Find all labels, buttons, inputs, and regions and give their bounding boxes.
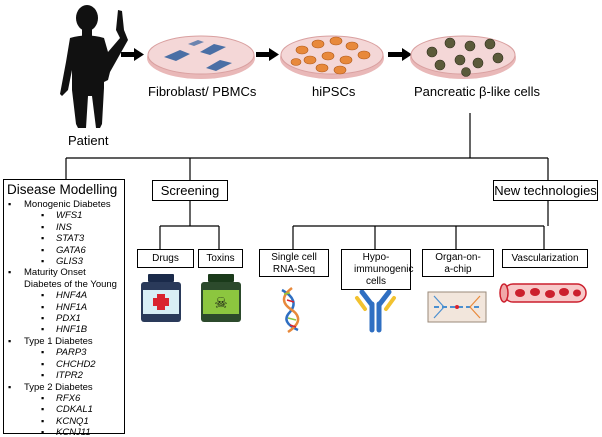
dna-helix-icon: [281, 287, 300, 334]
gene-list: RFX6 CDKAL1 KCNQ1 KCNJ11: [4, 393, 124, 437]
gene-list: PARP3 CHCHD2 ITPR2: [4, 347, 124, 382]
gene-item: KCNQ1: [4, 416, 124, 428]
gene-item: PARP3: [4, 347, 124, 359]
arrow-patient-to-fibroblast-icon: [121, 48, 144, 61]
drugs-box: Drugs: [137, 249, 194, 268]
pancreatic-label: Pancreatic β-like cells: [414, 84, 540, 99]
category-name: Monogenic Diabetes: [24, 199, 111, 210]
gene-item: CHCHD2: [4, 359, 124, 371]
organ-on-chip-box: Organ-on-a-chip: [422, 249, 494, 277]
patient-silhouette-icon: [60, 5, 128, 128]
category-item: Maturity Onset Diabetes of the Young: [4, 267, 120, 290]
disease-category-list: Monogenic Diabetes WFS1 INS STAT3 GATA6 …: [4, 199, 124, 437]
organ-chip-icon: [427, 291, 487, 323]
gene-item: WFS1: [4, 210, 124, 222]
gene-item: HNF4A: [4, 290, 124, 302]
gene-item: HNF1A: [4, 302, 124, 314]
gene-item: RFX6: [4, 393, 124, 405]
hipsc-dish-icon: [280, 35, 384, 79]
toxin-bottle-icon: ☠: [201, 274, 241, 322]
category-item: Monogenic Diabetes: [4, 199, 124, 211]
fibroblast-dish-icon: [147, 35, 255, 79]
gene-item: GLIS3: [4, 256, 124, 268]
blood-vessel-icon: [499, 283, 587, 303]
connector-lines: [65, 113, 549, 249]
pipeline-arrows: [121, 48, 412, 61]
gene-list: WFS1 INS STAT3 GATA6 GLIS3: [4, 210, 124, 267]
antibody-icon: [355, 289, 396, 333]
category-item: Type 2 Diabetes: [4, 381, 124, 394]
gene-item: HNF1B: [4, 324, 124, 336]
patient-label: Patient: [68, 133, 109, 148]
screening-header: Screening: [152, 180, 228, 201]
gene-item: CDKAL1: [4, 404, 124, 416]
drug-bottle-icon: [141, 274, 181, 322]
new-technologies-header: New technologies: [493, 180, 598, 201]
gene-item: ITPR2: [4, 370, 124, 382]
gene-item: KCNJ11: [4, 427, 124, 437]
category-name: Type 1 Diabetes: [24, 335, 93, 347]
gene-item: STAT3: [4, 233, 124, 245]
gene-list: HNF4A HNF1A PDX1 HNF1B: [4, 290, 124, 336]
gene-item: GATA6: [4, 245, 124, 257]
hipsc-label: hiPSCs: [312, 84, 356, 99]
toxins-box: Toxins: [198, 249, 243, 268]
pancreatic-dish-icon: [410, 35, 516, 79]
category-item: Type 1 Diabetes: [4, 335, 124, 348]
arrow-hipsc-to-pancreatic-icon: [388, 48, 412, 61]
single-cell-box: Single cell RNA-Seq: [259, 249, 329, 277]
disease-modelling-title: Disease Modelling: [7, 182, 118, 197]
arrow-fibroblast-to-hipsc-icon: [256, 48, 279, 61]
category-name: Type 2 Diabetes: [24, 381, 93, 393]
hypo-immunogenic-box: Hypo-immunogenic cells: [341, 249, 413, 290]
category-name: Maturity Onset Diabetes of the Young: [24, 267, 117, 290]
fibroblast-label: Fibroblast/ PBMCs: [148, 84, 257, 99]
gene-item: INS: [4, 222, 124, 234]
vascularization-box: Vascularization: [502, 249, 588, 268]
svg-text:☠: ☠: [214, 294, 227, 312]
gene-item: PDX1: [4, 313, 124, 325]
disease-modelling-panel: Disease Modelling Monogenic Diabetes WFS…: [3, 179, 125, 437]
